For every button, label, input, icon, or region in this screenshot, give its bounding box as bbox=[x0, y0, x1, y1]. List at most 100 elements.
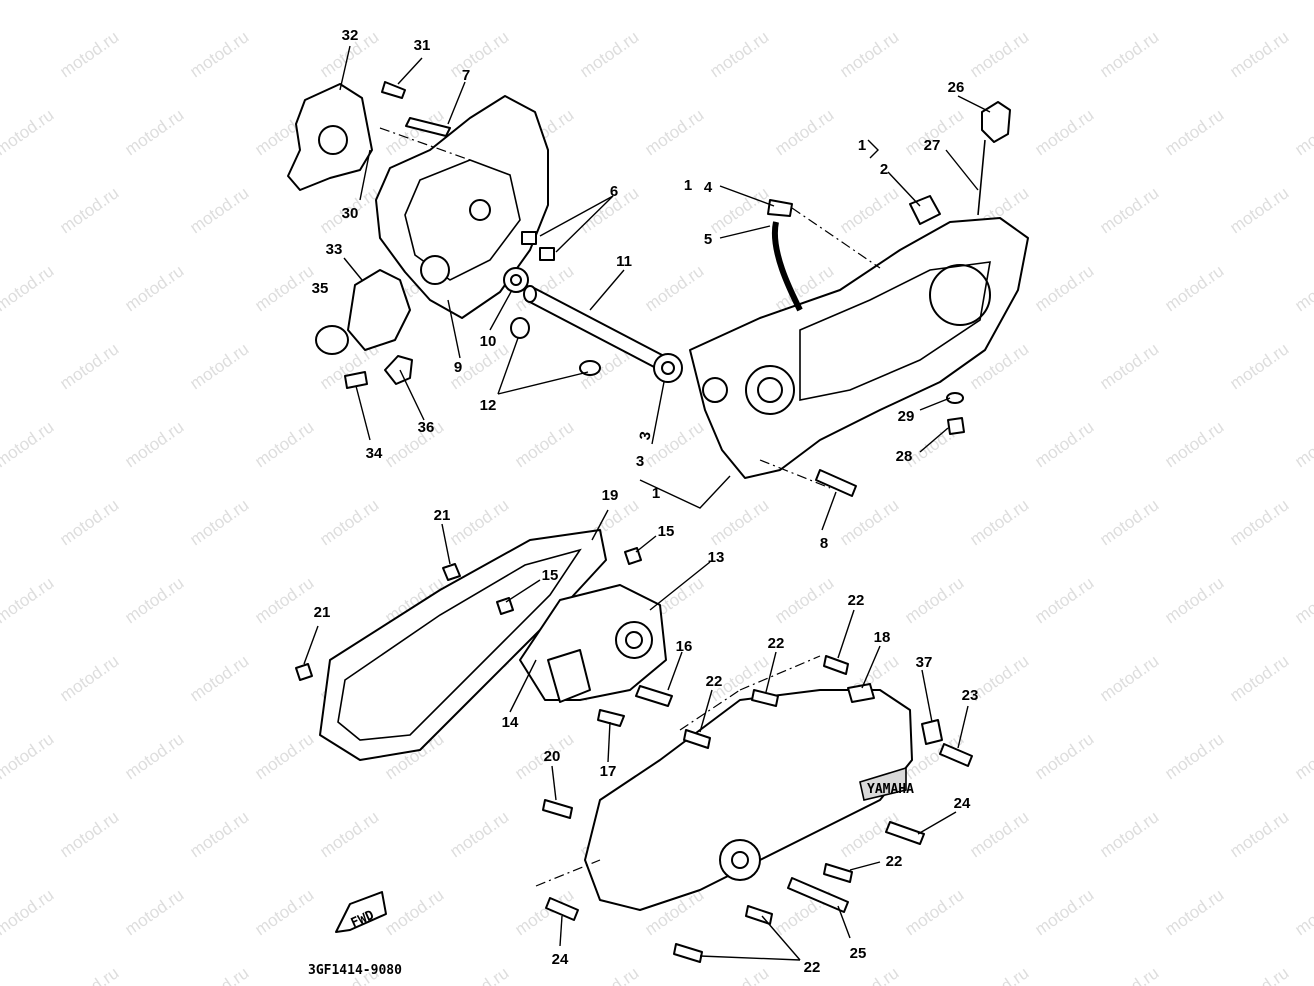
drawing-code: 3GF1414-9080 bbox=[308, 963, 402, 978]
watermark-text: motod.ru bbox=[576, 963, 642, 986]
part-34-bolt bbox=[344, 371, 368, 389]
watermark-text: motod.ru bbox=[381, 417, 447, 471]
part-37-clamp bbox=[921, 719, 943, 745]
part-16-bolt bbox=[635, 685, 673, 707]
watermark-text: motod.ru bbox=[1096, 339, 1162, 393]
watermark-text: motod.ru bbox=[576, 27, 642, 81]
watermark-text: motod.ru bbox=[1291, 0, 1314, 3]
watermark-text: motod.ru bbox=[966, 495, 1032, 549]
watermark-text: motod.ru bbox=[1031, 105, 1097, 159]
part-13-14-inner-cover bbox=[519, 584, 673, 727]
callout-23: 23 bbox=[962, 687, 979, 704]
crankcase-web bbox=[799, 261, 991, 401]
part-22-bolt bbox=[745, 905, 773, 925]
watermark-text: motod.ru bbox=[641, 261, 707, 315]
watermark-text: motod.ru bbox=[966, 963, 1032, 986]
watermark-text: motod.ru bbox=[121, 729, 187, 783]
crankcase-bore bbox=[420, 255, 450, 285]
right-crankcase-assembly bbox=[689, 101, 1029, 497]
watermark-text: motod.ru bbox=[641, 105, 707, 159]
watermark-text: motod.ru bbox=[56, 651, 122, 705]
watermark-text: motod.ru bbox=[0, 573, 57, 627]
watermark-text: motod.ru bbox=[56, 807, 122, 861]
watermark-text: motod.ru bbox=[0, 105, 57, 159]
watermark-text: motod.ru bbox=[1031, 261, 1097, 315]
part-22-bolt bbox=[683, 729, 711, 749]
part-18-plug bbox=[847, 683, 875, 703]
part-23-bolt bbox=[939, 743, 973, 767]
watermark-text: motod.ru bbox=[901, 573, 967, 627]
watermark-text: motod.ru bbox=[511, 417, 577, 471]
part-6-dowel bbox=[539, 247, 555, 261]
callout-37: 37 bbox=[916, 654, 933, 671]
part-22-bolt bbox=[751, 689, 779, 707]
callout-15-right: 15 bbox=[658, 523, 675, 540]
left-crankcase-assembly bbox=[287, 81, 601, 389]
watermark-text: motod.ru bbox=[1096, 651, 1162, 705]
watermark-text: motod.ru bbox=[836, 495, 902, 549]
callout-28: 28 bbox=[896, 448, 913, 465]
callout-36: 36 bbox=[418, 419, 435, 436]
callout-4: 4 bbox=[704, 179, 713, 196]
part-4-fitting bbox=[767, 199, 793, 217]
part-31-bolt bbox=[381, 81, 406, 99]
alignment-lines bbox=[379, 127, 881, 887]
callout-30: 30 bbox=[342, 205, 359, 222]
crankcase-rib bbox=[404, 159, 521, 281]
crankcase-boss bbox=[469, 199, 491, 221]
watermark-text: motod.ru bbox=[381, 885, 447, 939]
callout-9: 9 bbox=[454, 359, 462, 376]
watermark-text: motod.ru bbox=[1096, 807, 1162, 861]
watermark-text: motod.ru bbox=[1291, 729, 1314, 783]
callout-22-a: 22 bbox=[848, 592, 865, 609]
part-29-washer bbox=[946, 392, 964, 404]
crankcase-rear-bore bbox=[929, 264, 991, 326]
cover-brand-text: YAMAHA bbox=[867, 782, 914, 797]
part-15-dowel bbox=[496, 597, 514, 615]
fwd-arrow-icon: FWD bbox=[335, 891, 387, 933]
watermark-text: motod.ru bbox=[121, 885, 187, 939]
watermark-text: motod.ru bbox=[836, 183, 902, 237]
watermark-text: motod.ru bbox=[901, 885, 967, 939]
part-33-bracket bbox=[347, 269, 411, 351]
watermark-text: motod.ru bbox=[446, 495, 512, 549]
part-3-bearing bbox=[653, 353, 683, 383]
watermark-text: motod.ru bbox=[641, 0, 707, 3]
watermark-text: motod.ru bbox=[1226, 183, 1292, 237]
watermark-text: motod.ru bbox=[446, 807, 512, 861]
callout-16: 16 bbox=[676, 638, 693, 655]
part-22-bolt bbox=[823, 655, 849, 675]
leader-lines bbox=[303, 45, 991, 961]
watermark-text: motod.ru bbox=[446, 963, 512, 986]
watermark-text: motod.ru bbox=[121, 573, 187, 627]
part-21-dowel bbox=[295, 663, 313, 681]
part-26-dipstick-cap bbox=[981, 101, 1011, 143]
callout-31: 31 bbox=[414, 37, 431, 54]
watermark-text: motod.ru bbox=[1226, 339, 1292, 393]
watermark-text: motod.ru bbox=[121, 261, 187, 315]
watermark-text: motod.ru bbox=[1226, 807, 1292, 861]
callout-15-left: 15 bbox=[542, 567, 559, 584]
callout-2: 2 bbox=[880, 161, 888, 178]
watermark-text: motod.ru bbox=[771, 573, 837, 627]
callout-3: 3 bbox=[636, 430, 654, 441]
watermark-text: motod.ru bbox=[0, 729, 57, 783]
callout-35: 35 bbox=[312, 280, 329, 297]
callout-33: 33 bbox=[326, 241, 343, 258]
part-27-dipstick bbox=[977, 139, 986, 216]
watermark-text: motod.ru bbox=[0, 0, 57, 3]
watermark-text: motod.ru bbox=[706, 963, 772, 986]
callout-1-bottom: 1 bbox=[652, 485, 660, 502]
callout-13: 13 bbox=[708, 549, 725, 566]
watermark-text: motod.ru bbox=[836, 963, 902, 986]
watermark-text: motod.ru bbox=[1161, 105, 1227, 159]
callout-labels: 32 31 7 30 6 33 35 11 10 9 12 34 36 3 3 … bbox=[312, 27, 979, 976]
watermark-text: motod.ru bbox=[56, 495, 122, 549]
watermark-text: motod.ru bbox=[1031, 417, 1097, 471]
watermark-text: motod.ru bbox=[186, 963, 252, 986]
watermark-text: motod.ru bbox=[251, 885, 317, 939]
callout-21-bottom: 21 bbox=[314, 604, 331, 621]
watermark-text: motod.ru bbox=[446, 27, 512, 81]
watermark-text: motod.ru bbox=[186, 339, 252, 393]
